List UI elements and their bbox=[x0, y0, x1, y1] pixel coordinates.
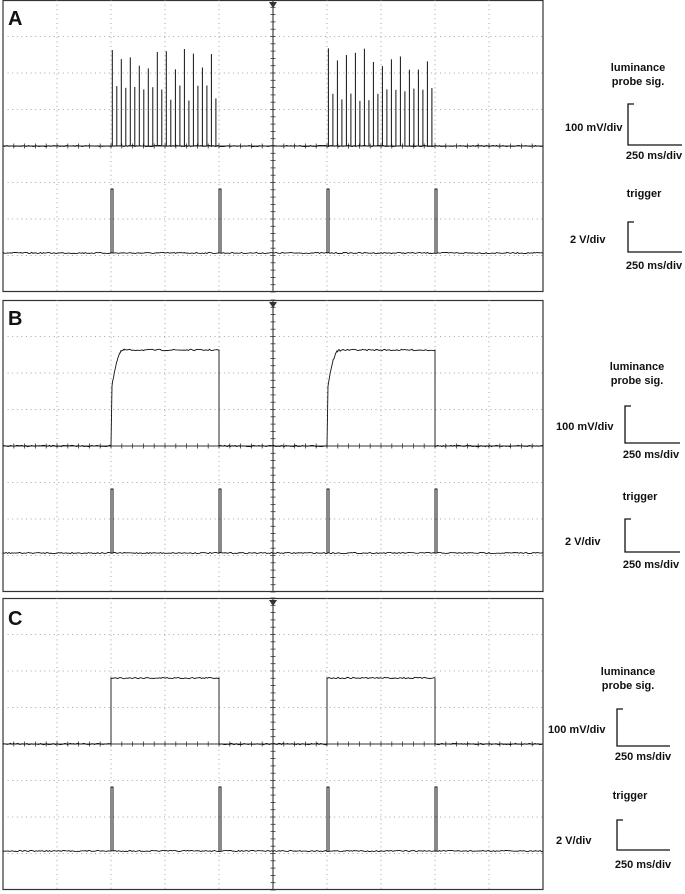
lum-time-label: 250 ms/div bbox=[615, 751, 672, 763]
panel-letter-b: B bbox=[8, 308, 22, 330]
lum-name-line1: luminance bbox=[610, 361, 664, 373]
trigger-pulse bbox=[218, 488, 222, 553]
trig-name: trigger bbox=[627, 188, 663, 200]
trig-label-b: trigger 2 V/div 250 ms/div bbox=[565, 491, 680, 571]
luminance-trace bbox=[2, 676, 543, 746]
trigger-pulse bbox=[326, 786, 330, 851]
luminance-trace bbox=[2, 348, 543, 448]
trigger-pulse bbox=[434, 188, 438, 253]
lum-name-line2: probe sig. bbox=[612, 76, 665, 88]
trigger-marker-icon bbox=[269, 302, 277, 308]
lum-name-line1: luminance bbox=[601, 666, 655, 678]
lum-label-b: luminance probe sig. 100 mV/div 250 ms/d… bbox=[556, 361, 680, 461]
trigger-pulse bbox=[434, 786, 438, 851]
trigger-marker-icon bbox=[269, 600, 277, 606]
trigger-pulse bbox=[110, 188, 114, 253]
scale-bracket bbox=[616, 708, 670, 747]
trigger-pulse bbox=[326, 188, 330, 253]
panel-a: A luminance probe sig. 100 mV/div 250 ms… bbox=[2, 0, 683, 293]
trig-time-label: 250 ms/div bbox=[623, 559, 680, 571]
trig-time-label: 250 ms/div bbox=[615, 859, 672, 871]
scope-screen-a bbox=[2, 0, 544, 293]
trigger-pulse bbox=[434, 488, 438, 553]
trigger-marker-icon bbox=[269, 2, 277, 8]
trigger-trace bbox=[2, 849, 544, 853]
panel-c: C luminance probe sig. 100 mV/div 250 ms… bbox=[2, 597, 672, 891]
scale-bracket bbox=[627, 103, 682, 146]
trig-name: trigger bbox=[623, 491, 659, 503]
lum-name-line2: probe sig. bbox=[611, 375, 664, 387]
scale-bracket bbox=[624, 405, 680, 444]
lum-scale-label: 100 mV/div bbox=[556, 421, 614, 433]
luminance-baseline bbox=[2, 144, 544, 148]
scale-bracket bbox=[616, 819, 670, 851]
lum-name-line1: luminance bbox=[611, 62, 665, 74]
lum-time-label: 250 ms/div bbox=[626, 150, 683, 162]
panel-letter-a: A bbox=[8, 8, 22, 30]
panel-b: B luminance probe sig. 100 mV/div 250 ms… bbox=[2, 299, 680, 593]
trig-scale-label: 2 V/div bbox=[565, 536, 601, 548]
lum-label-a: luminance probe sig. 100 mV/div 250 ms/d… bbox=[565, 62, 683, 162]
lum-name-line2: probe sig. bbox=[602, 680, 655, 692]
trigger-pulse bbox=[218, 188, 222, 253]
trig-label-a: trigger 2 V/div 250 ms/div bbox=[570, 188, 683, 272]
trigger-pulse bbox=[110, 786, 114, 851]
scale-bracket bbox=[624, 518, 680, 553]
trigger-pulse bbox=[326, 488, 330, 553]
trig-scale-label: 2 V/div bbox=[556, 835, 592, 847]
trig-time-label: 250 ms/div bbox=[626, 260, 683, 272]
scope-screen-b bbox=[2, 299, 544, 593]
scale-bracket bbox=[627, 221, 682, 253]
trig-label-c: trigger 2 V/div 250 ms/div bbox=[556, 790, 672, 871]
trig-name: trigger bbox=[613, 790, 649, 802]
lum-scale-label: 100 mV/div bbox=[548, 724, 606, 736]
trig-scale-label: 2 V/div bbox=[570, 234, 606, 246]
trigger-trace bbox=[2, 251, 544, 255]
trigger-pulse bbox=[218, 786, 222, 851]
lum-time-label: 250 ms/div bbox=[623, 449, 680, 461]
scope-screen-c bbox=[2, 597, 544, 891]
lum-scale-label: 100 mV/div bbox=[565, 122, 623, 134]
panel-letter-c: C bbox=[8, 608, 22, 630]
trigger-pulse bbox=[110, 488, 114, 553]
lum-label-c: luminance probe sig. 100 mV/div 250 ms/d… bbox=[548, 666, 672, 763]
trigger-trace bbox=[2, 551, 544, 555]
